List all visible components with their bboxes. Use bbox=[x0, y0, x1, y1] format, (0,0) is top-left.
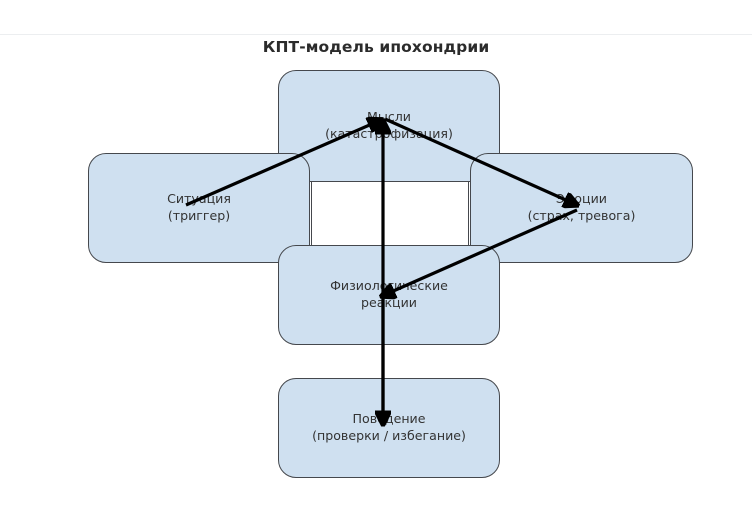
node-behavior-label: Поведение (проверки / избегание) bbox=[312, 411, 466, 443]
node-thoughts-label: Мысли (катастрофизация) bbox=[325, 109, 453, 141]
overlap-gap-fill bbox=[311, 182, 469, 245]
node-thoughts[interactable]: Мысли (катастрофизация) bbox=[278, 70, 500, 182]
header-divider bbox=[0, 34, 752, 35]
node-emotions-label: Эмоции (страх, тревога) bbox=[527, 191, 636, 223]
page-title: КПТ-модель ипохондрии bbox=[262, 38, 490, 56]
node-emotions[interactable]: Эмоции (страх, тревога) bbox=[470, 153, 693, 263]
node-behavior[interactable]: Поведение (проверки / избегание) bbox=[278, 378, 500, 478]
node-physiology-label: Физиологические реакции bbox=[330, 278, 448, 310]
node-situation[interactable]: Ситуация (триггер) bbox=[88, 153, 310, 263]
node-situation-label: Ситуация (триггер) bbox=[167, 191, 231, 223]
node-physiology[interactable]: Физиологические реакции bbox=[278, 245, 500, 345]
